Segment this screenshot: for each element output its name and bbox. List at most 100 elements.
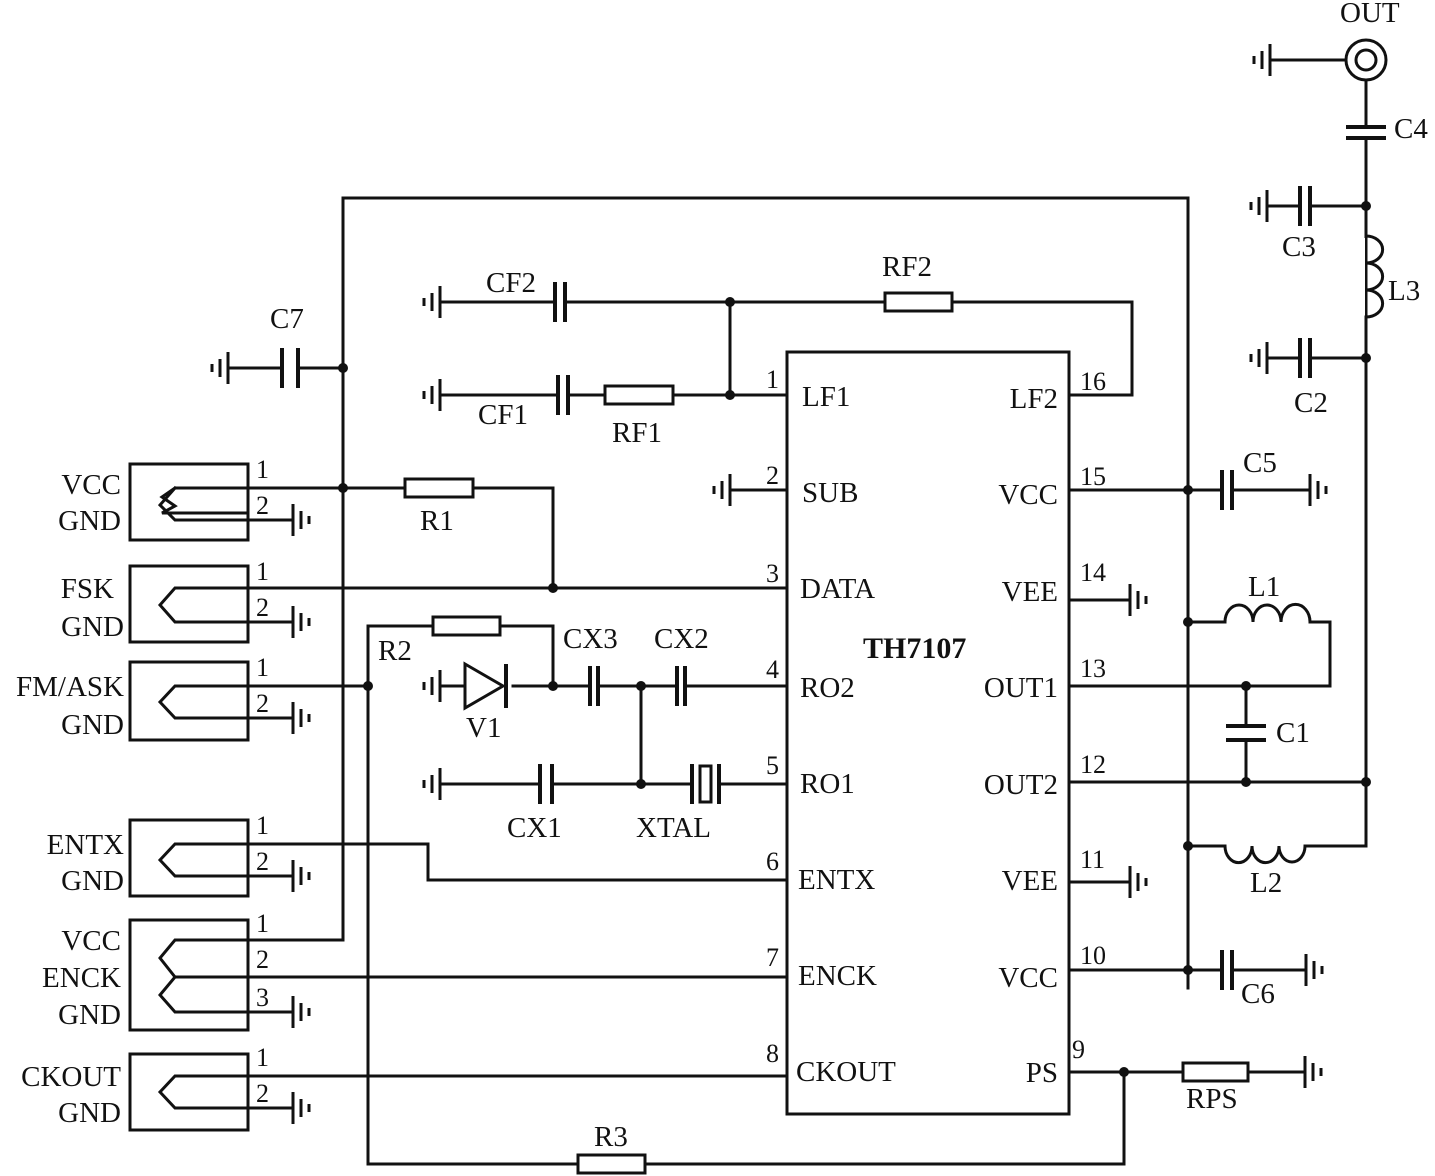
label-c4: C4 bbox=[1394, 113, 1428, 145]
capacitor-cx2 bbox=[675, 666, 687, 706]
pin-num-11: 11 bbox=[1080, 845, 1105, 874]
label-cf1: CF1 bbox=[478, 399, 528, 431]
ground-icon bbox=[1304, 954, 1324, 986]
pin-name-entx: ENTX bbox=[798, 864, 875, 896]
pin-name-data: DATA bbox=[800, 573, 875, 605]
label-cx3: CX3 bbox=[563, 623, 618, 655]
junction bbox=[548, 681, 558, 691]
conn-pin: 2 bbox=[256, 689, 269, 718]
ground-icon bbox=[248, 996, 311, 1028]
ground-icon bbox=[1128, 584, 1148, 616]
pin-name-sub: SUB bbox=[802, 477, 858, 509]
ground-symbols bbox=[210, 44, 1328, 1124]
ground-icon bbox=[422, 379, 442, 411]
ic-body bbox=[785, 350, 1071, 1116]
junction bbox=[338, 363, 348, 373]
conn1-sig-vcc: VCC bbox=[61, 469, 121, 501]
crystal-xtal bbox=[690, 764, 721, 804]
junction bbox=[1241, 681, 1251, 691]
ground-icon bbox=[248, 702, 311, 734]
pin-name-lf2: LF2 bbox=[1010, 383, 1058, 415]
conn-pin: 3 bbox=[256, 983, 269, 1012]
label-rf1: RF1 bbox=[612, 417, 662, 449]
pin-name-lf1: LF1 bbox=[802, 381, 850, 413]
wires-main bbox=[226, 196, 1307, 1166]
label-c1: C1 bbox=[1276, 717, 1310, 749]
capacitor-c3 bbox=[1298, 186, 1312, 226]
ground-icon bbox=[248, 504, 311, 536]
junction bbox=[1241, 777, 1251, 787]
capacitor-c1 bbox=[1226, 724, 1266, 742]
pin-num-7: 7 bbox=[766, 943, 779, 972]
inductor-l1 bbox=[1223, 602, 1312, 624]
ground-icon bbox=[1308, 474, 1328, 506]
label-r2: R2 bbox=[378, 635, 412, 667]
inductor-l3 bbox=[1364, 234, 1385, 319]
ground-icon bbox=[422, 286, 442, 318]
junction bbox=[1183, 965, 1193, 975]
conn-pin: 1 bbox=[256, 1043, 269, 1072]
pin-num-16: 16 bbox=[1080, 367, 1106, 396]
capacitor-c6 bbox=[1220, 950, 1234, 990]
pin-name-out2: OUT2 bbox=[984, 769, 1058, 801]
pin-num-12: 12 bbox=[1080, 750, 1106, 779]
label-l2: L2 bbox=[1250, 867, 1282, 899]
pin-name-out1: OUT1 bbox=[984, 672, 1058, 704]
label-rps: RPS bbox=[1186, 1083, 1238, 1115]
junction bbox=[1183, 841, 1193, 851]
pin-name-vcc15: VCC bbox=[998, 479, 1058, 511]
output-label: OUT bbox=[1340, 0, 1400, 29]
label-c7: C7 bbox=[270, 303, 304, 335]
ic-name: TH7107 bbox=[863, 632, 966, 665]
ic-left-pin-numbers: 1 2 3 4 5 6 7 8 bbox=[766, 365, 779, 1068]
pin-num-14: 14 bbox=[1080, 558, 1106, 587]
junction bbox=[1119, 1067, 1129, 1077]
label-cf2: CF2 bbox=[486, 267, 536, 299]
junction bbox=[338, 483, 348, 493]
label-l1: L1 bbox=[1248, 571, 1280, 603]
capacitor-cf1 bbox=[556, 375, 570, 415]
conn1-sig-gnd: GND bbox=[58, 505, 121, 537]
conn3-sig-gnd: GND bbox=[61, 709, 124, 741]
conn-pin: 1 bbox=[256, 557, 269, 586]
ground-icon bbox=[1249, 190, 1269, 222]
junction bbox=[1183, 617, 1193, 627]
connector-6 bbox=[128, 1052, 250, 1132]
conn-pin: 2 bbox=[256, 945, 269, 974]
label-v1: V1 bbox=[466, 712, 501, 744]
connector-signal-labels: VCC GND FSK GND FM/ASK GND ENTX GND VCC … bbox=[16, 469, 124, 1129]
label-cx2: CX2 bbox=[654, 623, 709, 655]
connector-3 bbox=[128, 660, 250, 742]
resistor-r2 bbox=[431, 615, 502, 637]
inductors bbox=[1223, 234, 1385, 865]
label-c5: C5 bbox=[1243, 447, 1277, 479]
label-c6: C6 bbox=[1241, 978, 1275, 1010]
resistor-r1 bbox=[403, 477, 475, 499]
capacitors bbox=[280, 125, 1386, 990]
junction bbox=[363, 681, 373, 691]
conn2-sig-fsk: FSK bbox=[61, 573, 114, 605]
resistors bbox=[403, 291, 1250, 1175]
junction bbox=[1183, 485, 1193, 495]
junction bbox=[725, 297, 735, 307]
component-labels: C7 CF2 RF2 CF1 RF1 R1 R2 CX3 CX2 V1 CX1 … bbox=[270, 113, 1428, 1153]
pin-num-13: 13 bbox=[1080, 654, 1106, 683]
connector-1 bbox=[128, 462, 250, 542]
junction bbox=[636, 681, 646, 691]
label-cx1: CX1 bbox=[507, 812, 562, 844]
conn-pin: 2 bbox=[256, 593, 269, 622]
pin-name-enck: ENCK bbox=[798, 960, 877, 992]
pin-num-5: 5 bbox=[766, 751, 779, 780]
conn5-sig-gnd: GND bbox=[58, 999, 121, 1031]
label-xtal: XTAL bbox=[636, 812, 711, 844]
inductor-l2 bbox=[1223, 844, 1307, 865]
conn6-sig-ckout: CKOUT bbox=[21, 1061, 121, 1093]
pin-num-4: 4 bbox=[766, 655, 779, 684]
pin-name-ro1: RO1 bbox=[800, 768, 855, 800]
label-r1: R1 bbox=[420, 505, 454, 537]
ic-left-pin-names: LF1 SUB DATA RO2 RO1 ENTX ENCK CKOUT bbox=[796, 381, 896, 1088]
junction bbox=[1361, 777, 1371, 787]
pin-num-1: 1 bbox=[766, 365, 779, 394]
label-r3: R3 bbox=[594, 1121, 628, 1153]
